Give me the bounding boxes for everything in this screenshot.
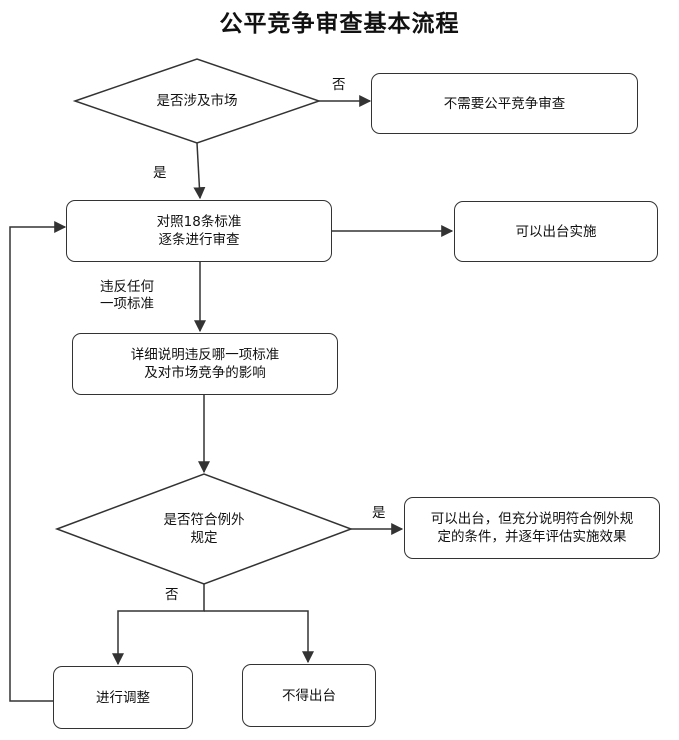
no-review-box: 不需要公平竞争审查	[371, 73, 638, 134]
can-implement-box: 可以出台实施	[454, 201, 658, 262]
arrow-feedback-loop	[9, 221, 67, 702]
adjust-box: 进行调整	[53, 666, 193, 729]
exception-allowed-box: 可以出台，但充分说明符合例外规 定的条件，并逐年评估实施效果	[404, 497, 660, 559]
edge-label-violate: 违反任何 一项标准	[100, 279, 154, 312]
decision-exception-label: 是否符合例外 规定	[163, 512, 245, 546]
edge-label-no-1: 否	[332, 77, 346, 93]
edge-label-no-2: 否	[165, 587, 179, 603]
page-title: 公平竞争审查基本流程	[219, 10, 460, 37]
arrow-to-check	[193, 142, 206, 200]
explain-violation-box: 详细说明违反哪一项标准 及对市场竞争的影响	[72, 333, 338, 395]
edge-label-yes-2: 是	[372, 505, 386, 521]
edge-label-yes-1: 是	[153, 165, 167, 181]
arrow-split-stem	[112, 584, 205, 666]
arrow-to-not-allowed	[204, 610, 314, 664]
decision-market-label: 是否涉及市场	[156, 93, 238, 109]
not-allowed-box: 不得出台	[242, 664, 376, 727]
check-standards-box: 对照18条标准 逐条进行审查	[66, 200, 332, 262]
